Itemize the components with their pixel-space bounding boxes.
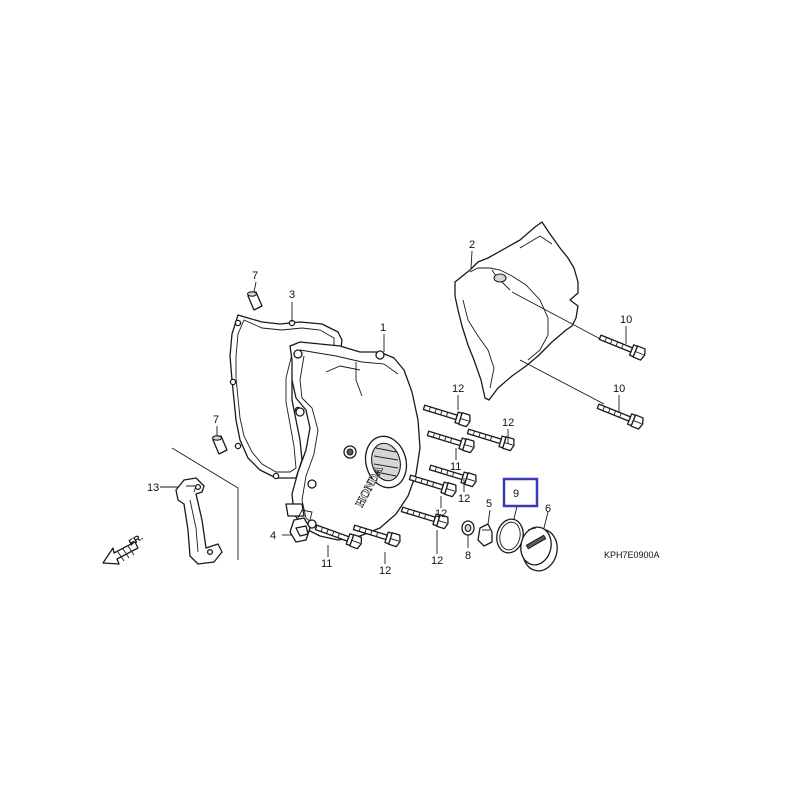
part-12-bolt-a [421, 401, 473, 428]
callout-12-e: 12 [431, 555, 443, 567]
callout-labels: 1 2 3 4 5 6 7 7 8 9 10 10 11 11 12 12 12… [147, 239, 660, 577]
callout-7-upper: 7 [252, 270, 258, 282]
callout-12-c: 12 [435, 508, 447, 520]
part-7-dowel-upper [246, 281, 263, 311]
highlight-box [502, 477, 539, 508]
callout-5: 5 [486, 498, 492, 510]
part-1-cover: HONDA [285, 334, 421, 541]
part-6-cap [520, 511, 558, 572]
callout-10-upper: 10 [620, 314, 632, 326]
diagram-code: KPH7E0900A [604, 550, 660, 560]
callout-12-b: 12 [502, 417, 514, 429]
callout-6: 6 [545, 503, 551, 515]
callout-2: 2 [469, 239, 475, 251]
callout-1: 1 [380, 322, 386, 334]
direction-label: FR. [127, 532, 145, 548]
callout-12-f: 12 [379, 565, 391, 577]
callout-7-lower: 7 [213, 414, 219, 426]
callout-12-a: 12 [452, 383, 464, 395]
part-3-gasket [229, 302, 343, 480]
part-8-washer [461, 520, 475, 548]
callout-12-d: 12 [458, 493, 470, 505]
callout-9: 9 [513, 488, 519, 500]
callout-10-lower: 10 [613, 383, 625, 395]
part-5-plug [477, 509, 493, 547]
callout-13: 13 [147, 482, 159, 494]
part-13-bracket [160, 447, 239, 565]
front-direction-arrow: FR. [102, 532, 145, 565]
part-4-clamp [282, 509, 313, 543]
part-7-dowel-lower [211, 426, 228, 455]
part-10-bolt-upper [597, 331, 648, 362]
part-10-bolt-lower [595, 400, 646, 431]
callout-8: 8 [465, 550, 471, 562]
callout-11-lower: 11 [321, 558, 332, 570]
callout-11-upper: 11 [450, 461, 461, 473]
callout-4: 4 [270, 530, 276, 542]
callout-3: 3 [289, 289, 295, 301]
part-2-cover [454, 221, 607, 405]
